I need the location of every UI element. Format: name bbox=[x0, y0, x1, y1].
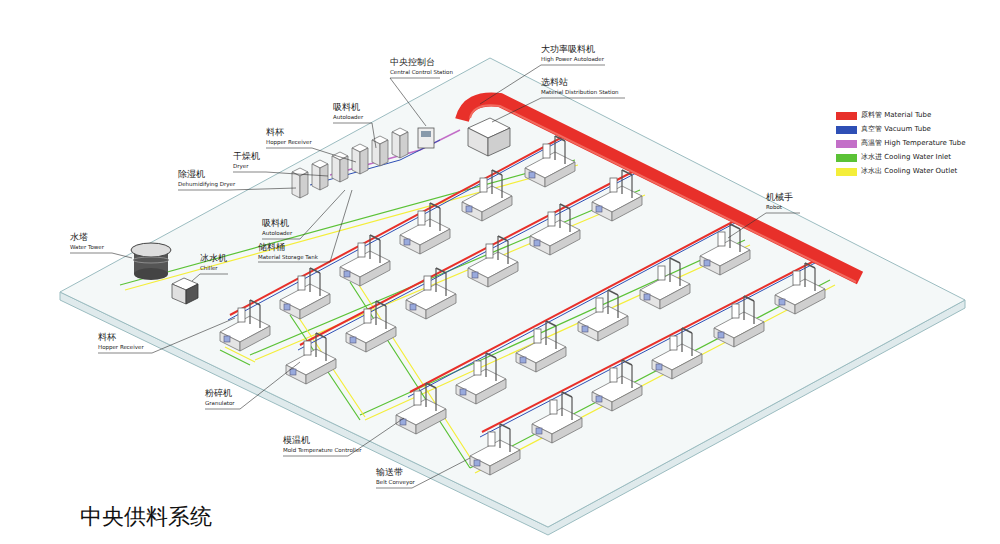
callout-label-en: Hopper Receiver bbox=[98, 344, 144, 350]
legend-text: 高温管 High Temperature Tube bbox=[861, 140, 966, 148]
callout-label-en: Mold Temperature Controller bbox=[283, 447, 362, 453]
callout-label: 输送带 bbox=[376, 468, 403, 478]
legend-text: 原料管 Material Tube bbox=[861, 112, 931, 120]
callout-label-en: Material Storage Tank bbox=[258, 254, 318, 260]
callout-label: 吸料机 bbox=[262, 219, 289, 229]
legend-text: 冰水出 Cooling Water Outlet bbox=[861, 168, 957, 176]
callout-label: 料杯 bbox=[266, 128, 284, 138]
callout-label-en: Dehumidifying Dryer bbox=[178, 181, 235, 187]
callout-label: 冰水机 bbox=[200, 254, 227, 264]
callout-label-en: Robot bbox=[766, 204, 782, 210]
legend-swatch bbox=[836, 126, 857, 134]
callout-label: 储料桶 bbox=[258, 243, 285, 253]
callout-label: 吸料机 bbox=[333, 103, 360, 113]
callout-label: 除湿机 bbox=[178, 170, 205, 180]
callout-label-en: Autoloader bbox=[262, 230, 292, 236]
callout-label: 料杯 bbox=[98, 333, 116, 343]
callout-label-en: Central Control Station bbox=[390, 69, 453, 75]
diagram-title: 中央供料系统 bbox=[80, 505, 212, 529]
callout-label-en: Autoloader bbox=[333, 114, 363, 120]
callout-label-en: Water Tower bbox=[70, 244, 104, 250]
callout-label-en: Hopper Receiver bbox=[266, 139, 312, 145]
callout-label: 模温机 bbox=[283, 436, 310, 446]
callout-label-en: Chiller bbox=[200, 265, 218, 271]
legend-swatch bbox=[836, 140, 857, 148]
legend-text: 冰水进 Cooling Water Inlet bbox=[861, 154, 951, 162]
callout-label-en: Belt Conveyor bbox=[376, 479, 415, 485]
callout-label-en: Dryer bbox=[233, 163, 248, 169]
legend-swatch bbox=[836, 168, 857, 176]
callout-label: 干燥机 bbox=[233, 152, 260, 162]
callout-label: 大功率吸料机 bbox=[541, 45, 595, 55]
callout-label: 选料站 bbox=[541, 78, 568, 88]
legend-swatch bbox=[836, 112, 857, 120]
callout-label-en: High Power Autoloader bbox=[541, 56, 604, 62]
callout-label: 粉碎机 bbox=[205, 389, 232, 399]
legend-text: 真空管 Vacuum Tube bbox=[861, 126, 931, 134]
callout-label-en: Granulator bbox=[205, 400, 235, 406]
callout-label: 水塔 bbox=[70, 233, 88, 243]
callout-label: 机械手 bbox=[766, 193, 793, 203]
callout-label-en: Material Distribution Station bbox=[541, 89, 618, 95]
legend-swatch bbox=[836, 154, 857, 162]
callout-label: 中央控制台 bbox=[390, 58, 435, 68]
